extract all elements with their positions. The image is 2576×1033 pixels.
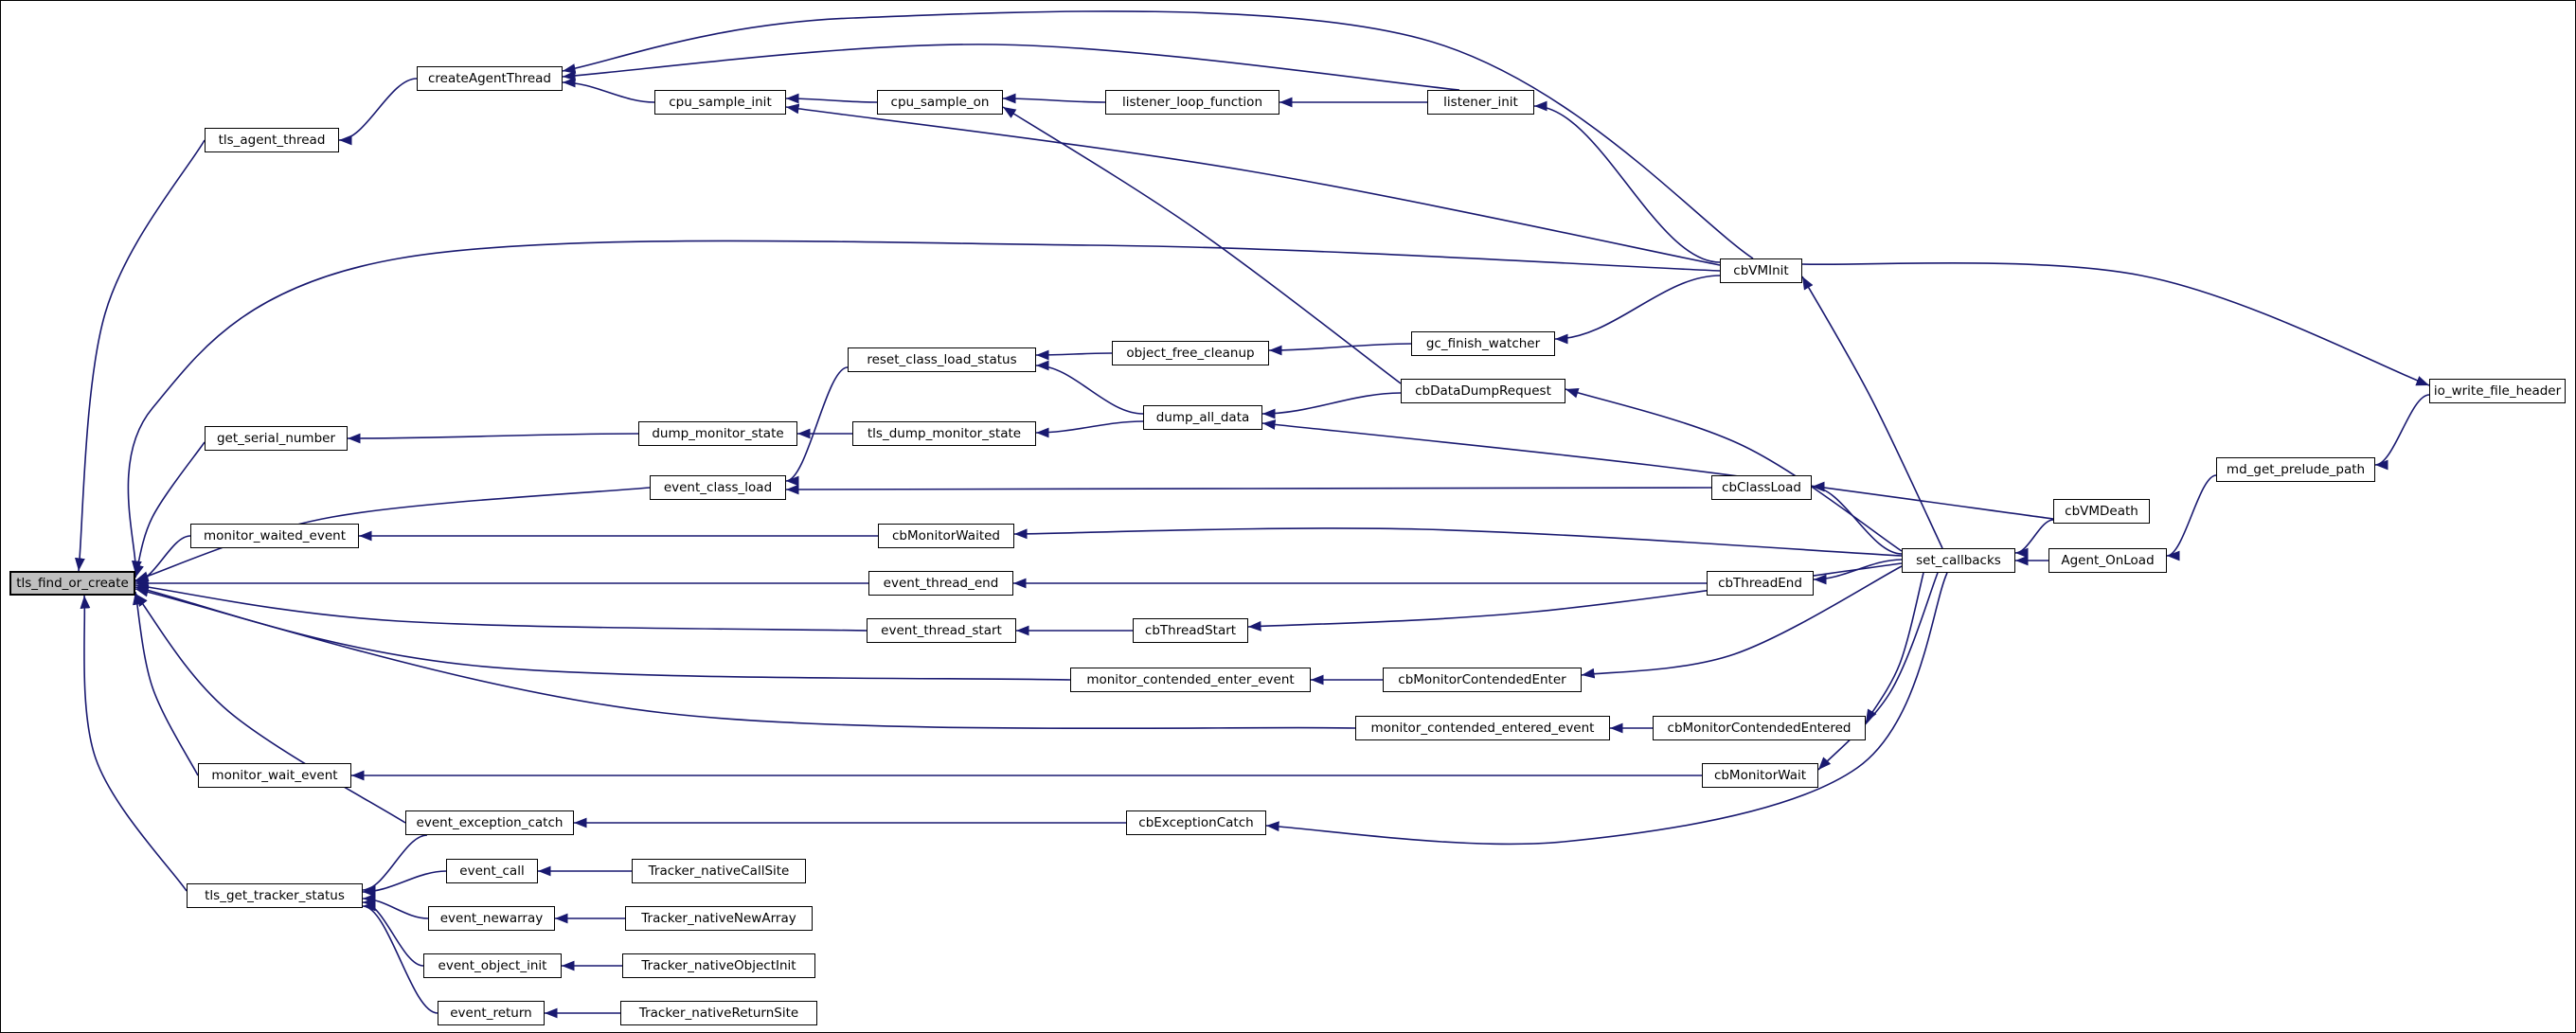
call-edge-event_exception_catch--tls_find_or_create [134, 593, 406, 824]
graph-node-event_class_load[interactable]: event_class_load [650, 475, 786, 500]
graph-node-cbClassLoad[interactable]: cbClassLoad [1711, 475, 1812, 500]
call-edge-cbClassLoad--event_class_load [785, 484, 1712, 495]
call-edge-tls_agent_thread--tls_find_or_create [74, 139, 206, 572]
graph-node-monitor_wait_event[interactable]: monitor_wait_event [198, 763, 351, 788]
call-edge-event_return--tls_get_tracker_status [362, 900, 438, 1014]
graph-node-cbMonitorContendedEntered[interactable]: cbMonitorContendedEntered [1653, 716, 1866, 740]
call-edge-cbVMInit--createAgentThread [562, 10, 1754, 259]
graph-node-event_newarray[interactable]: event_newarray [428, 906, 555, 931]
graph-node-monitor_waited_event[interactable]: monitor_waited_event [190, 524, 359, 548]
call-edge-event_thread_start--tls_find_or_create [134, 581, 868, 632]
graph-node-createAgentThread[interactable]: createAgentThread [417, 66, 563, 91]
call-edge-event_class_load--tls_find_or_create [134, 487, 651, 582]
graph-node-Tracker_nativeCallSite[interactable]: Tracker_nativeCallSite [632, 859, 806, 883]
call-edge-tls_get_tracker_status--tls_find_or_create [80, 595, 188, 892]
call-edge-listener_loop_function--cpu_sample_on [1002, 93, 1106, 104]
call-edge-dump_all_data--tls_dump_monitor_state [1035, 420, 1144, 438]
call-edge-set_callbacks--cbExceptionCatch [1265, 572, 1948, 846]
call-edge-cbVMInit--listener_init [1533, 100, 1721, 263]
call-edge-createAgentThread--tls_agent_thread [338, 78, 418, 146]
graph-node-event_return[interactable]: event_return [438, 1001, 545, 1025]
call-edge-event_object_init--tls_get_tracker_status [362, 897, 424, 967]
graph-node-monitor_contended_enter_event[interactable]: monitor_contended_enter_event [1070, 668, 1311, 692]
graph-node-dump_monitor_state[interactable]: dump_monitor_state [638, 421, 797, 446]
call-edge-monitor_contended_entered_event--tls_find_or_create [134, 586, 1356, 730]
call-edge-set_callbacks--cbMonitorContendedEnter [1581, 565, 1903, 679]
graph-node-cpu_sample_on[interactable]: cpu_sample_on [877, 90, 1003, 115]
graph-node-monitor_contended_entered_event[interactable]: monitor_contended_entered_event [1355, 716, 1610, 740]
graph-node-event_thread_start[interactable]: event_thread_start [867, 618, 1016, 643]
call-edge-cbVMDeath--dump_all_data [1261, 419, 2054, 520]
graph-node-object_free_cleanup[interactable]: object_free_cleanup [1112, 341, 1269, 365]
call-edge-cbVMDeath--set_callbacks [2014, 519, 2054, 559]
call-edge-md_get_prelude_path--Agent_OnLoad [2166, 474, 2217, 561]
graph-node-tls_get_tracker_status[interactable]: tls_get_tracker_status [187, 883, 363, 908]
call-edge-gc_finish_watcher--object_free_cleanup [1268, 343, 1412, 356]
graph-node-cbMonitorWaited[interactable]: cbMonitorWaited [878, 524, 1014, 548]
graph-node-cbExceptionCatch[interactable]: cbExceptionCatch [1126, 810, 1266, 835]
call-edge-listener_init--createAgentThread [562, 44, 1460, 91]
call-edge-cbVMInit--cpu_sample_init [785, 103, 1721, 266]
graph-node-Tracker_nativeReturnSite[interactable]: Tracker_nativeReturnSite [620, 1001, 817, 1025]
call-edge-set_callbacks--cbMonitorWaited [1013, 527, 1903, 557]
graph-node-set_callbacks[interactable]: set_callbacks [1902, 548, 2015, 573]
graph-node-tls_agent_thread[interactable]: tls_agent_thread [205, 128, 339, 152]
call-edge-cpu_sample_init--createAgentThread [562, 77, 655, 103]
call-edge-set_callbacks--cbMonitorWait [1817, 572, 1939, 771]
call-edge-set_callbacks--cbClassLoad [1811, 481, 1903, 555]
graph-node-tls_dump_monitor_state[interactable]: tls_dump_monitor_state [852, 421, 1036, 446]
call-edge-event_exception_catch--tls_get_tracker_status [362, 834, 428, 896]
call-edge-set_callbacks--cbMonitorContendedEntered [1865, 572, 1924, 723]
graph-node-cbMonitorWait[interactable]: cbMonitorWait [1702, 763, 1818, 788]
graph-node-cpu_sample_init[interactable]: cpu_sample_init [654, 90, 786, 115]
call-edge-object_free_cleanup--reset_class_load_status [1035, 349, 1113, 361]
graph-node-event_thread_end[interactable]: event_thread_end [868, 571, 1013, 596]
call-edge-reset_class_load_status--event_class_load [785, 366, 849, 487]
graph-node-listener_loop_function[interactable]: listener_loop_function [1105, 90, 1279, 115]
call-edge-set_callbacks--cbDataDumpRequest [1565, 387, 1903, 552]
call-edge-cbVMInit--gc_finish_watcher [1554, 275, 1721, 345]
graph-node-listener_init[interactable]: listener_init [1427, 90, 1534, 115]
graph-node-Tracker_nativeObjectInit[interactable]: Tracker_nativeObjectInit [622, 953, 815, 978]
graph-node-event_exception_catch[interactable]: event_exception_catch [405, 810, 574, 835]
call-edge-set_callbacks--cbThreadStart [1247, 562, 1903, 632]
graph-node-Agent_OnLoad[interactable]: Agent_OnLoad [2048, 548, 2167, 573]
graph-node-tls_find_or_create: tls_find_or_create [9, 571, 135, 596]
call-edge-dump_all_data--reset_class_load_status [1035, 360, 1144, 415]
call-edge-cbDataDumpRequest--dump_all_data [1261, 392, 1402, 419]
graph-node-cbThreadEnd[interactable]: cbThreadEnd [1707, 571, 1814, 596]
call-edge-set_callbacks--cbVMInit [1801, 276, 1943, 549]
call-edge-get_serial_number--tls_find_or_create [134, 441, 206, 579]
graph-node-gc_finish_watcher[interactable]: gc_finish_watcher [1411, 331, 1555, 356]
call-edge-cbVMInit--tls_find_or_create [127, 240, 1721, 575]
graph-node-event_call[interactable]: event_call [446, 859, 538, 883]
graph-node-cbThreadStart[interactable]: cbThreadStart [1133, 618, 1248, 643]
graph-node-cbVMInit[interactable]: cbVMInit [1720, 258, 1802, 283]
graph-node-dump_all_data[interactable]: dump_all_data [1143, 405, 1262, 430]
call-edge-dump_monitor_state--get_serial_number [347, 433, 639, 444]
graph-node-event_object_init[interactable]: event_object_init [423, 953, 562, 978]
graph-node-get_serial_number[interactable]: get_serial_number [205, 426, 348, 451]
graph-node-md_get_prelude_path[interactable]: md_get_prelude_path [2216, 457, 2375, 482]
graph-node-cbVMDeath[interactable]: cbVMDeath [2053, 499, 2150, 524]
graph-node-Tracker_nativeNewArray[interactable]: Tracker_nativeNewArray [625, 906, 813, 931]
call-edge-monitor_wait_event--tls_find_or_create [133, 591, 199, 776]
graph-node-cbMonitorContendedEnter[interactable]: cbMonitorContendedEnter [1383, 668, 1582, 692]
call-edge-event_newarray--tls_get_tracker_status [362, 893, 429, 919]
call-edge-cpu_sample_on--cpu_sample_init [785, 93, 878, 104]
graph-node-reset_class_load_status[interactable]: reset_class_load_status [848, 347, 1036, 372]
call-edge-event_call--tls_get_tracker_status [362, 870, 447, 898]
call-edge-cbVMInit--io_write_file_header [1801, 261, 2430, 386]
graph-node-cbDataDumpRequest[interactable]: cbDataDumpRequest [1401, 379, 1565, 403]
call-edge-io_write_file_header--md_get_prelude_path [2374, 394, 2430, 471]
graph-node-io_write_file_header[interactable]: io_write_file_header [2429, 379, 2566, 403]
